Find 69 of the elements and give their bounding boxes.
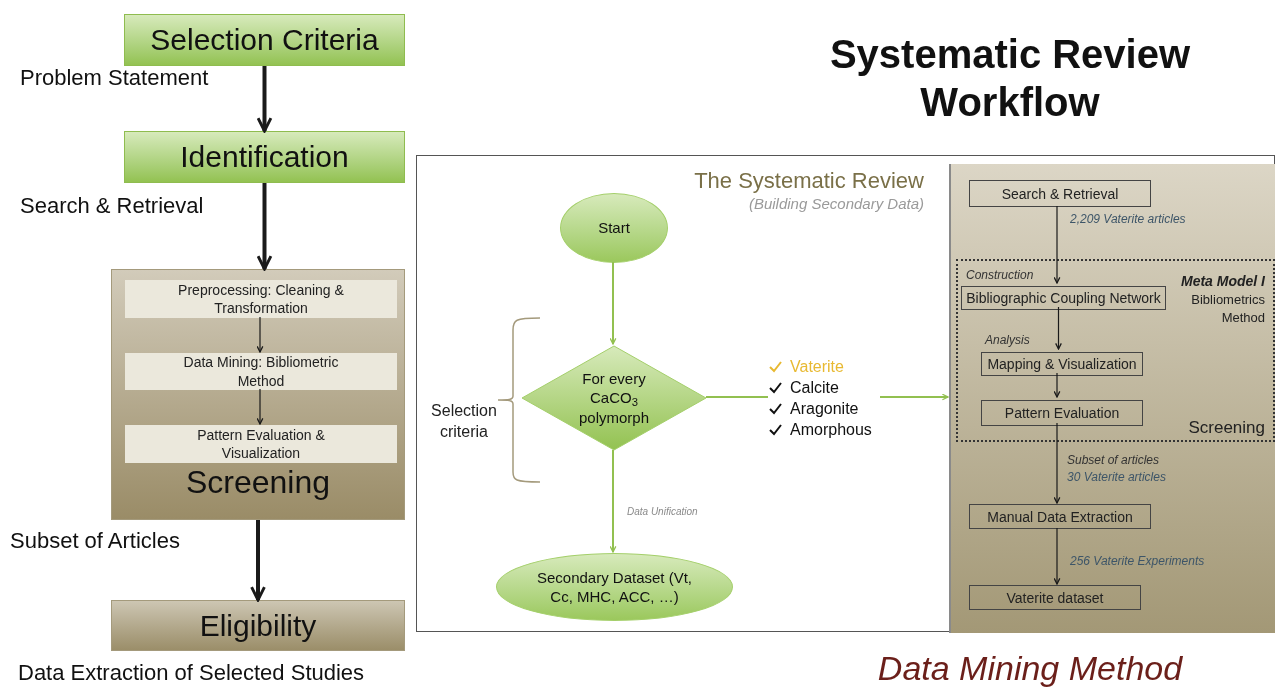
process-box (981, 400, 1143, 426)
box-label: Manual Data Extraction (987, 509, 1133, 524)
group-note: Bibliometrics Method (1190, 291, 1265, 327)
box-label: Selection Criteria (150, 25, 379, 55)
arrow (1053, 372, 1061, 398)
list-item: Vaterite (790, 358, 844, 375)
process-box (969, 504, 1151, 529)
box-label: Data Mining: Bibliometric Method (182, 353, 340, 390)
arrow (1053, 527, 1061, 585)
arrow (256, 66, 273, 133)
list-item: Aragonite (790, 400, 859, 417)
edge-label: Subset of Articles (10, 530, 180, 552)
step-box (125, 280, 397, 318)
dotted-group (956, 259, 1275, 442)
edge-label: Search & Retrieval (20, 195, 204, 217)
stage-note: Data Extraction of Selected Studies (18, 662, 365, 684)
arrow (250, 520, 266, 602)
stage-panel (111, 269, 405, 520)
edge-label: 2,209 Vaterite articles (1070, 213, 1186, 225)
group-label: Screening (1188, 417, 1265, 439)
frame-title: The Systematic Review (694, 170, 924, 192)
arrow (256, 316, 264, 353)
step-box (125, 353, 397, 390)
box-label: Bibliographic Coupling Network (966, 291, 1161, 305)
box-label: Identification (180, 142, 349, 172)
edge-label: Data Unification (627, 507, 698, 517)
box-label: Mapping & Visualization (987, 357, 1137, 371)
box-label: Vaterite dataset (1006, 590, 1104, 605)
group-title: Meta Model I (1181, 272, 1265, 291)
edge-label: 256 Vaterite Experiments (1070, 555, 1205, 567)
review-frame (416, 155, 1275, 632)
frame-subtitle: (Building Secondary Data) (748, 196, 924, 211)
arrow (256, 183, 273, 271)
list-item: Calcite (790, 379, 839, 396)
box-label: Eligibility (199, 610, 317, 641)
process-box (961, 286, 1166, 310)
stage-note: Construction (966, 269, 1034, 281)
page-title: Systematic Review Workflow (828, 31, 1192, 126)
flow-note: Subset of articles (1067, 454, 1160, 466)
list-item: Amorphous (790, 421, 872, 438)
arrow (609, 261, 617, 345)
edge-label: 30 Vaterite articles (1067, 471, 1166, 483)
box-label: Search & Retrieval (1001, 186, 1119, 201)
workflow-panel (949, 164, 1275, 633)
shape-label: Start (598, 218, 630, 238)
process-box (969, 180, 1151, 207)
stage-note: Analysis (985, 334, 1030, 346)
arrow (1053, 205, 1061, 284)
box-label: Preprocessing: Cleaning & Transformation (177, 280, 345, 318)
process-box (969, 585, 1141, 610)
shape-label: Secondary Dataset (Vt, Cc, MHC, ACC, …) (535, 567, 694, 607)
arrow (1053, 422, 1061, 504)
arrow (609, 449, 617, 553)
step-box (125, 425, 397, 463)
process-box (981, 352, 1143, 376)
arrow (256, 388, 264, 425)
edge-label: Problem Statement (20, 67, 209, 89)
arrow (879, 393, 949, 401)
decision-diamond (521, 345, 707, 451)
stage-box (124, 14, 405, 66)
stage-box (111, 600, 405, 651)
arrow (1055, 306, 1062, 350)
box-label: Pattern Evaluation (1004, 406, 1120, 420)
stage-box (124, 131, 405, 183)
box-label: Pattern Evaluation & Visualization (196, 425, 326, 463)
panel-heading: Screening (184, 466, 332, 498)
shape-label: For every CaCO$_{3}$ polymorph (577, 368, 650, 428)
bracket-label: Selection criteria (430, 401, 498, 442)
caption: Data Mining Method (876, 651, 1184, 685)
